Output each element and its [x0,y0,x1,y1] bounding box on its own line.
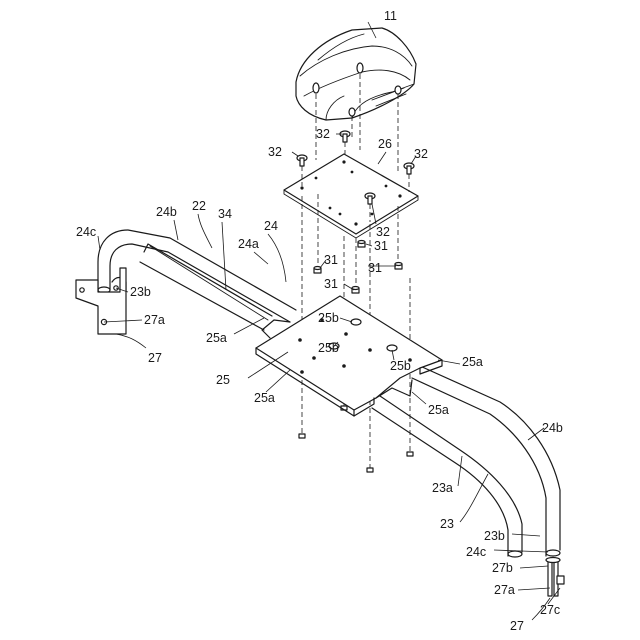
label-34: 34 [218,207,232,221]
label-32-4: 32 [376,225,390,239]
label-23a: 23a [432,481,453,495]
label-24b-left: 24b [156,205,177,219]
label-27-left: 27 [148,351,162,365]
label-23: 23 [440,517,454,531]
label-31-4: 31 [324,277,338,291]
label-25a-3: 25a [462,355,483,369]
label-27b: 27b [492,561,513,575]
bracket-27-right [546,558,564,597]
label-11: 11 [384,9,397,23]
label-27c: 27c [540,603,560,617]
label-25b-1: 25b [318,311,339,325]
base-plate-25 [256,296,442,416]
label-31-2: 31 [374,239,388,253]
cover-11 [296,28,416,174]
label-22: 22 [192,199,206,213]
label-31-1: 31 [324,253,338,267]
lower-nuts [299,406,413,472]
label-27a-right: 27a [494,583,515,597]
label-25a-1: 25a [206,331,227,345]
label-32-1: 32 [316,127,330,141]
bolt-3 [404,163,414,192]
label-25a-2: 25a [254,391,275,405]
bolt-1 [340,131,350,154]
label-31-3: 31 [368,261,382,275]
label-24: 24 [264,219,278,233]
label-24c-left: 24c [76,225,96,239]
label-23b-left: 23b [130,285,151,299]
label-25b-3: 25b [390,359,411,373]
nut-3 [395,263,402,270]
label-25: 25 [216,373,230,387]
label-25b-2: 25b [318,341,339,355]
nut-2 [358,241,365,248]
label-26: 26 [378,137,392,151]
label-32-3: 32 [414,147,428,161]
label-24a: 24a [238,237,259,251]
label-27a-left: 27a [144,313,165,327]
label-24c-right: 24c [466,545,486,559]
label-23b-right: 23b [484,529,505,543]
label-25a-4: 25a [428,403,449,417]
label-27-right: 27 [510,619,524,633]
label-32-2: 32 [268,145,282,159]
label-24b-right: 24b [542,421,563,435]
